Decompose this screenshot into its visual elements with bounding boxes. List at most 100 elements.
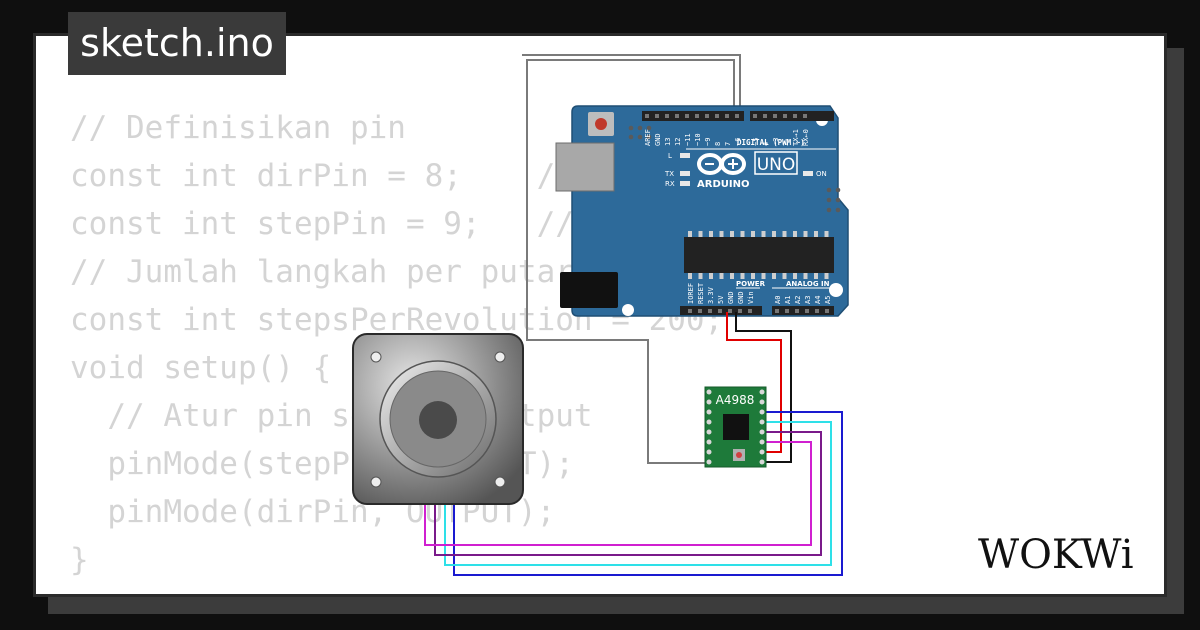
digital-pin-label: ~9 (704, 138, 712, 146)
wire-gray-1 (526, 59, 735, 464)
header-pin[interactable] (763, 114, 767, 118)
driver-pin[interactable] (706, 449, 712, 455)
power-pin-label: RESET (697, 282, 705, 304)
header-pin[interactable] (825, 309, 829, 313)
a4988-driver[interactable]: A4988 (704, 386, 767, 468)
led-label-on: ON (816, 170, 827, 178)
chip-pin (698, 273, 703, 279)
arduino-infinity-logo (697, 153, 746, 175)
digital-pin-label: ~10 (694, 133, 702, 146)
digital-pin-label: AREF (644, 129, 652, 146)
analog-pin-label: A2 (794, 296, 802, 304)
driver-pin[interactable] (759, 399, 765, 405)
header-pin[interactable] (793, 114, 797, 118)
stepper-motor[interactable] (352, 333, 524, 505)
digital-pin-label: 12 (674, 138, 682, 146)
header-pin[interactable] (665, 114, 669, 118)
chip-pin (719, 231, 724, 237)
header-pin[interactable] (728, 309, 732, 313)
header-pin[interactable] (815, 309, 819, 313)
header-pin[interactable] (715, 114, 719, 118)
power-pin-label: IOREF (687, 283, 695, 304)
wire-magenta (424, 441, 812, 546)
chip-pin (772, 273, 776, 279)
digital-pin-label: 13 (664, 138, 672, 146)
driver-pin[interactable] (759, 419, 765, 425)
digital-pin-label: 8 (714, 142, 722, 146)
power-pin-label: GND (727, 291, 735, 304)
header-pin[interactable] (718, 309, 722, 313)
chip-pin (793, 231, 797, 237)
wire-blue (453, 411, 843, 576)
header-pin[interactable] (725, 114, 729, 118)
header-pin[interactable] (748, 309, 752, 313)
chip-pin (772, 231, 776, 237)
header-pin[interactable] (675, 114, 679, 118)
driver-pin[interactable] (759, 459, 765, 465)
header-pin[interactable] (738, 309, 742, 313)
header-pin[interactable] (753, 114, 757, 118)
chip-pin (709, 231, 713, 237)
digital-pin-label: TX→1 (792, 129, 800, 146)
code-line: // Definisikan pin (70, 110, 406, 146)
header-pin[interactable] (785, 309, 789, 313)
header-pin[interactable] (775, 309, 779, 313)
driver-pin[interactable] (706, 409, 712, 415)
analog-pin-label: A0 (774, 296, 782, 304)
code-line: void setup() { (70, 350, 332, 386)
chip-pin (803, 273, 808, 279)
header-pin[interactable] (688, 309, 692, 313)
header-pin[interactable] (735, 114, 739, 118)
header-pin[interactable] (783, 114, 787, 118)
driver-pin[interactable] (706, 439, 712, 445)
motor-shaft (419, 401, 457, 439)
driver-pin[interactable] (706, 389, 712, 395)
file-tab[interactable]: sketch.ino (68, 12, 286, 75)
header-pin[interactable] (655, 114, 659, 118)
driver-pin[interactable] (759, 439, 765, 445)
header-pin[interactable] (805, 309, 809, 313)
wire-purple (434, 431, 822, 556)
code-line: void loop() { (70, 584, 798, 594)
header-pin[interactable] (795, 309, 799, 313)
chip-pin (761, 231, 766, 237)
digital-pin-label: ~11 (684, 133, 692, 146)
driver-pin[interactable] (706, 429, 712, 435)
header-pin[interactable] (695, 114, 699, 118)
driver-pin[interactable] (759, 449, 765, 455)
header-pin[interactable] (698, 309, 702, 313)
wokwi-logo: WOKWi (978, 532, 1134, 576)
digital-pin-label: ~3 (772, 138, 780, 146)
chip-pin (688, 231, 692, 237)
driver-pin[interactable] (706, 399, 712, 405)
led-label-tx: TX (664, 170, 674, 178)
header-pin[interactable] (645, 114, 649, 118)
power-jack (560, 272, 618, 308)
chip-pin (761, 273, 766, 279)
header-pin[interactable] (708, 309, 712, 313)
chip-pin (709, 273, 713, 279)
driver-pin[interactable] (759, 429, 765, 435)
driver-pin[interactable] (706, 419, 712, 425)
digital-pin-label: 2 (782, 142, 790, 146)
digital-pin-label: RX←0 (802, 129, 810, 146)
digital-pin-label: GND (654, 133, 662, 146)
chip-pin (740, 231, 745, 237)
digital-pin-label: ~6 (734, 138, 742, 146)
header-pin[interactable] (803, 114, 807, 118)
wire-red-5v (726, 312, 782, 453)
driver-pin[interactable] (759, 389, 765, 395)
header-pin[interactable] (685, 114, 689, 118)
header-pin[interactable] (705, 114, 709, 118)
driver-pin[interactable] (759, 409, 765, 415)
atmega-chip (684, 237, 834, 273)
code-line: // Jumlah langkah per putaran (70, 254, 612, 290)
wire-gray-2 (522, 54, 741, 116)
wokwi-logo-text: WOKWi (978, 532, 1134, 576)
header-pin[interactable] (773, 114, 777, 118)
driver-pin[interactable] (706, 459, 712, 465)
analog-pin-label: A4 (814, 296, 822, 304)
